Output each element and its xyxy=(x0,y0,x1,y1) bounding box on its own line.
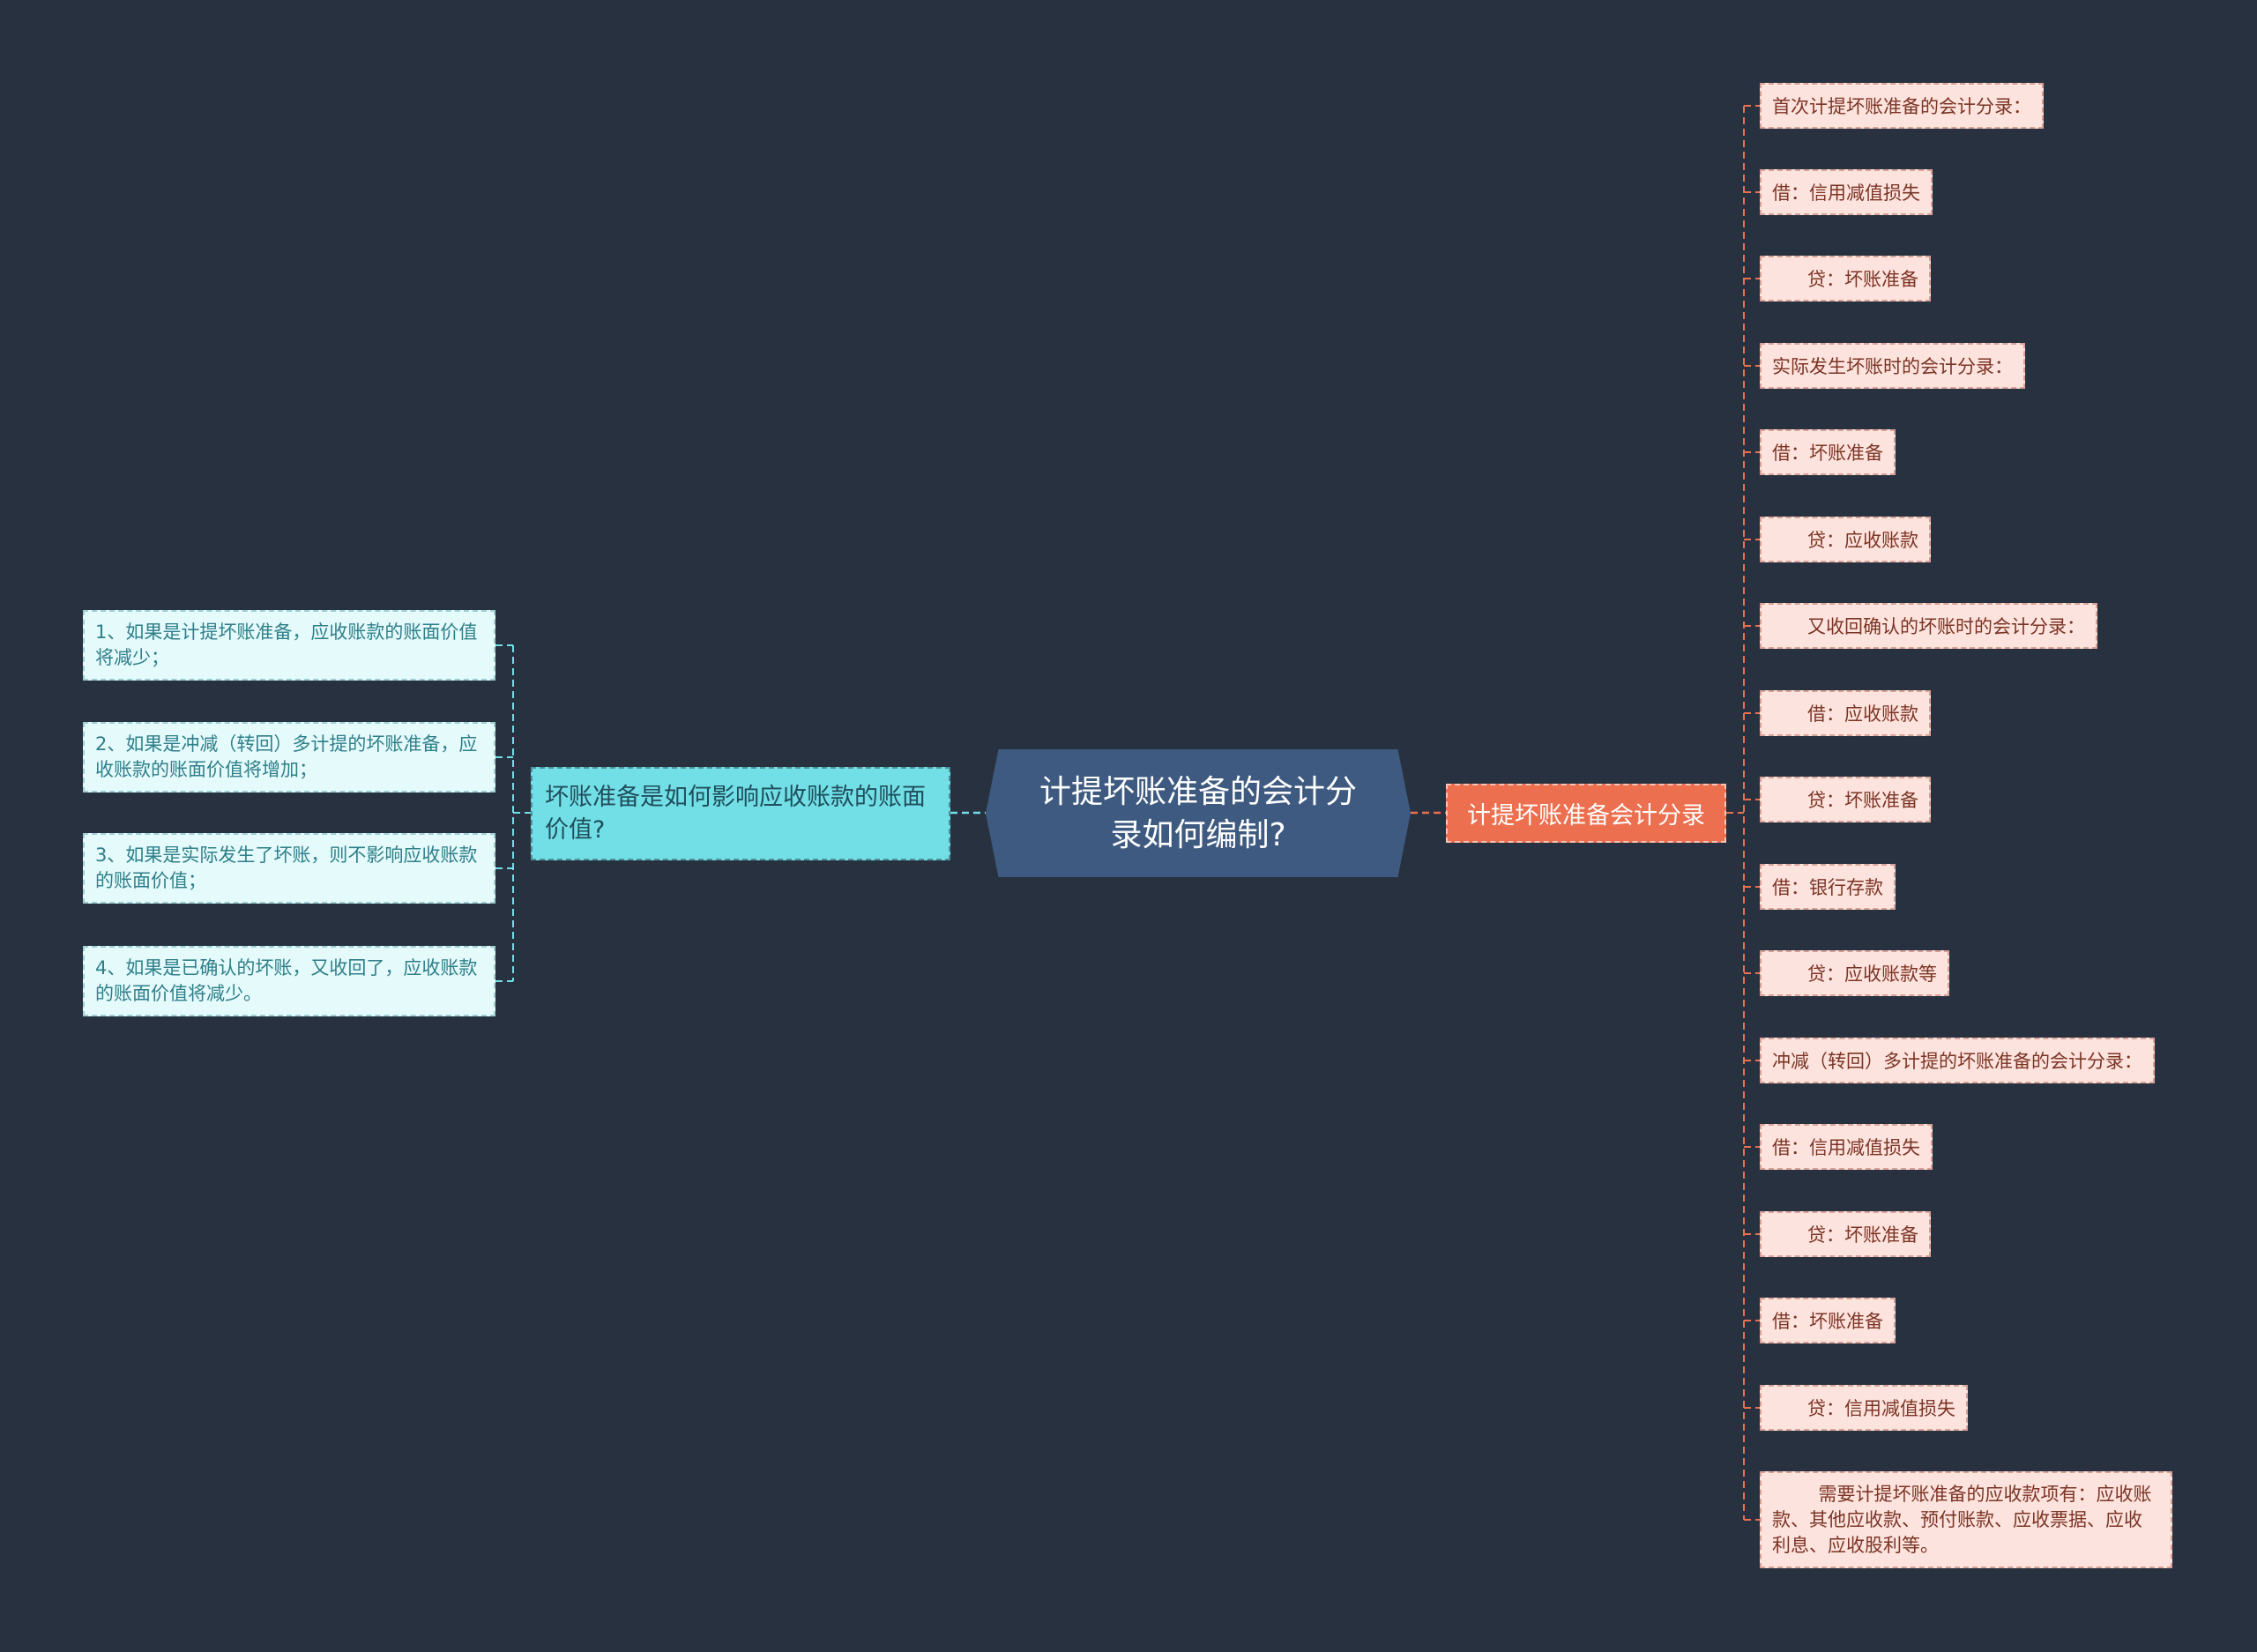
right-leaf[interactable]: 贷：坏账准备 xyxy=(1760,256,1932,301)
right-leaf-connectors xyxy=(1744,105,1760,1521)
right-leaf-text: 贷：应收账款 xyxy=(1772,530,1919,551)
right-leaf-text: 贷：坏账准备 xyxy=(1772,790,1919,811)
right-leaf[interactable]: 贷：信用减值损失 xyxy=(1760,1385,1969,1431)
left-leaf-text: 2、如果是冲减（转回）多计提的坏账准备，应收账款的账面价值将增加； xyxy=(95,733,478,780)
right-leaf[interactable]: 又收回确认的坏账时的会计分录： xyxy=(1760,603,2098,649)
right-leaf-text: 借：银行存款 xyxy=(1772,877,1883,898)
right-leaf-text: 首次计提坏账准备的会计分录： xyxy=(1772,96,2031,117)
left-leaf-text: 4、如果是已确认的坏账，又收回了，应收账款的账面价值将减少。 xyxy=(95,957,478,1004)
right-leaf-text: 贷：坏账准备 xyxy=(1772,1224,1919,1246)
right-leaf[interactable]: 贷：坏账准备 xyxy=(1760,1211,1932,1257)
branch-right-label: 计提坏账准备会计分录 xyxy=(1467,802,1705,830)
right-leaf-text: 需要计提坏账准备的应收款项有：应收账款、其他应收款、预付账款、应收票据、应收利息… xyxy=(1772,1483,2152,1556)
right-leaf[interactable]: 贷：应收账款等 xyxy=(1760,950,1950,996)
right-leaf-text: 借：应收账款 xyxy=(1772,703,1919,725)
right-leaf-text: 借：坏账准备 xyxy=(1772,1311,1883,1332)
right-leaf-text: 实际发生坏账时的会计分录： xyxy=(1772,356,2013,377)
left-leaf-connectors xyxy=(495,644,513,982)
right-leaf-text: 又收回确认的坏账时的会计分录： xyxy=(1772,616,2086,637)
right-leaf[interactable]: 贷：坏账准备 xyxy=(1760,777,1932,822)
right-leaf-text: 冲减（转回）多计提的坏账准备的会计分录： xyxy=(1772,1051,2142,1072)
branch-left-label: 坏账准备是如何影响应收账款的账面价值? xyxy=(545,784,926,844)
branch-left-book-value-impact[interactable]: 坏账准备是如何影响应收账款的账面价值? xyxy=(531,767,950,860)
right-leaf[interactable]: 借：银行存款 xyxy=(1760,864,1896,910)
right-leaf-text: 贷：信用减值损失 xyxy=(1772,1398,1956,1419)
right-leaf[interactable]: 首次计提坏账准备的会计分录： xyxy=(1760,83,2044,129)
left-leaf[interactable]: 3、如果是实际发生了坏账，则不影响应收账款的账面价值； xyxy=(83,833,495,904)
right-leaf[interactable]: 借：信用减值损失 xyxy=(1760,169,1933,215)
branch-right-accounting-entries[interactable]: 计提坏账准备会计分录 xyxy=(1446,784,1726,843)
root-topic[interactable]: 计提坏账准备的会计分录如何编制? xyxy=(986,749,1411,877)
right-leaf[interactable]: 贷：应收账款 xyxy=(1760,517,1932,562)
right-leaf-text: 贷：坏账准备 xyxy=(1772,269,1919,290)
right-leaf-text: 借：信用减值损失 xyxy=(1772,1137,1920,1158)
right-leaf-text: 借：坏账准备 xyxy=(1772,443,1883,464)
left-leaf[interactable]: 4、如果是已确认的坏账，又收回了，应收账款的账面价值将减少。 xyxy=(83,946,495,1016)
left-leaf[interactable]: 2、如果是冲减（转回）多计提的坏账准备，应收账款的账面价值将增加； xyxy=(83,722,495,793)
right-leaf-text: 借：信用减值损失 xyxy=(1772,182,1920,204)
right-leaf[interactable]: 借：坏账准备 xyxy=(1760,429,1896,475)
left-leaf-text: 1、如果是计提坏账准备，应收账款的账面价值将减少； xyxy=(95,621,478,668)
root-topic-label: 计提坏账准备的会计分录如何编制? xyxy=(1039,773,1357,853)
right-leaf[interactable]: 借：坏账准备 xyxy=(1760,1298,1896,1343)
right-leaf-text: 贷：应收账款等 xyxy=(1772,964,1938,985)
left-leaf[interactable]: 1、如果是计提坏账准备，应收账款的账面价值将减少； xyxy=(83,610,495,681)
left-leaf-text: 3、如果是实际发生了坏账，则不影响应收账款的账面价值； xyxy=(95,845,478,891)
right-leaf[interactable]: 冲减（转回）多计提的坏账准备的会计分录： xyxy=(1760,1038,2155,1083)
right-leaf[interactable]: 需要计提坏账准备的应收款项有：应收账款、其他应收款、预付账款、应收票据、应收利息… xyxy=(1760,1471,2172,1568)
right-leaf[interactable]: 实际发生坏账时的会计分录： xyxy=(1760,343,2025,389)
right-leaf[interactable]: 借：信用减值损失 xyxy=(1760,1124,1933,1170)
right-leaf[interactable]: 借：应收账款 xyxy=(1760,690,1932,736)
